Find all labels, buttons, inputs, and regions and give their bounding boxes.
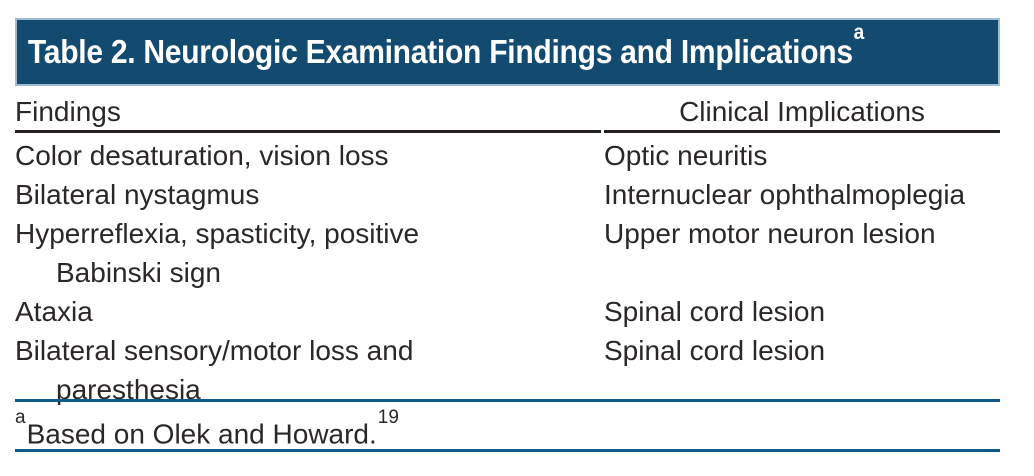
finding-line: Babinski sign — [56, 257, 221, 288]
footnote-text: Based on Olek and Howard. — [26, 418, 377, 450]
finding-cell: Hyperreflexia, spasticity, positive Babi… — [15, 214, 604, 292]
finding-cell: Bilateral nystagmus — [15, 175, 604, 214]
finding-line: Ataxia — [15, 296, 93, 327]
header-rule — [15, 130, 601, 133]
table-title-text: Table 2. Neurologic Examination Findings… — [27, 33, 853, 70]
table-row: Ataxia Spinal cord lesion — [15, 292, 1000, 331]
footnote-marker: a — [15, 407, 26, 428]
implication-cell: Internuclear ophthalmoplegia — [604, 179, 966, 210]
finding-cell: Bilateral sensory/motor loss and paresth… — [15, 331, 604, 409]
implication-cell: Spinal cord lesion — [604, 296, 826, 327]
footnote: aBased on Olek and Howard.19 — [15, 407, 399, 453]
finding-line: Hyperreflexia, spasticity, positive — [15, 218, 420, 249]
column-header-row: Findings Clinical Implications — [15, 92, 1000, 131]
footnote-reference: 19 — [377, 407, 399, 428]
bottom-rule — [15, 449, 1000, 452]
table-row: Bilateral nystagmus Internuclear ophthal… — [15, 175, 1000, 214]
finding-cell: Color desaturation, vision loss — [15, 136, 604, 175]
table-body: Color desaturation, vision loss Optic ne… — [15, 136, 1000, 409]
finding-line: Color desaturation, vision loss — [15, 140, 389, 171]
finding-line: Bilateral nystagmus — [15, 179, 260, 210]
table-title-bar: Table 2. Neurologic Examination Findings… — [15, 18, 1000, 86]
column-header-findings: Findings — [15, 96, 121, 127]
column-header-implications: Clinical Implications — [679, 96, 925, 127]
implication-cell: Upper motor neuron lesion — [604, 218, 936, 249]
title-superscript: a — [853, 21, 865, 44]
table-title: Table 2. Neurologic Examination Findings… — [17, 21, 864, 71]
table-row: Hyperreflexia, spasticity, positive Babi… — [15, 214, 1000, 292]
implication-cell: Optic neuritis — [604, 140, 768, 171]
finding-cell: Ataxia — [15, 292, 604, 331]
table-row: Bilateral sensory/motor loss and paresth… — [15, 331, 1000, 409]
finding-line: paresthesia — [56, 374, 201, 405]
footnote-rule-top — [15, 399, 1000, 402]
finding-line: Bilateral sensory/motor loss and — [15, 335, 414, 366]
table-row: Color desaturation, vision loss Optic ne… — [15, 136, 1000, 175]
header-rule — [604, 130, 1000, 133]
implication-cell: Spinal cord lesion — [604, 335, 826, 366]
